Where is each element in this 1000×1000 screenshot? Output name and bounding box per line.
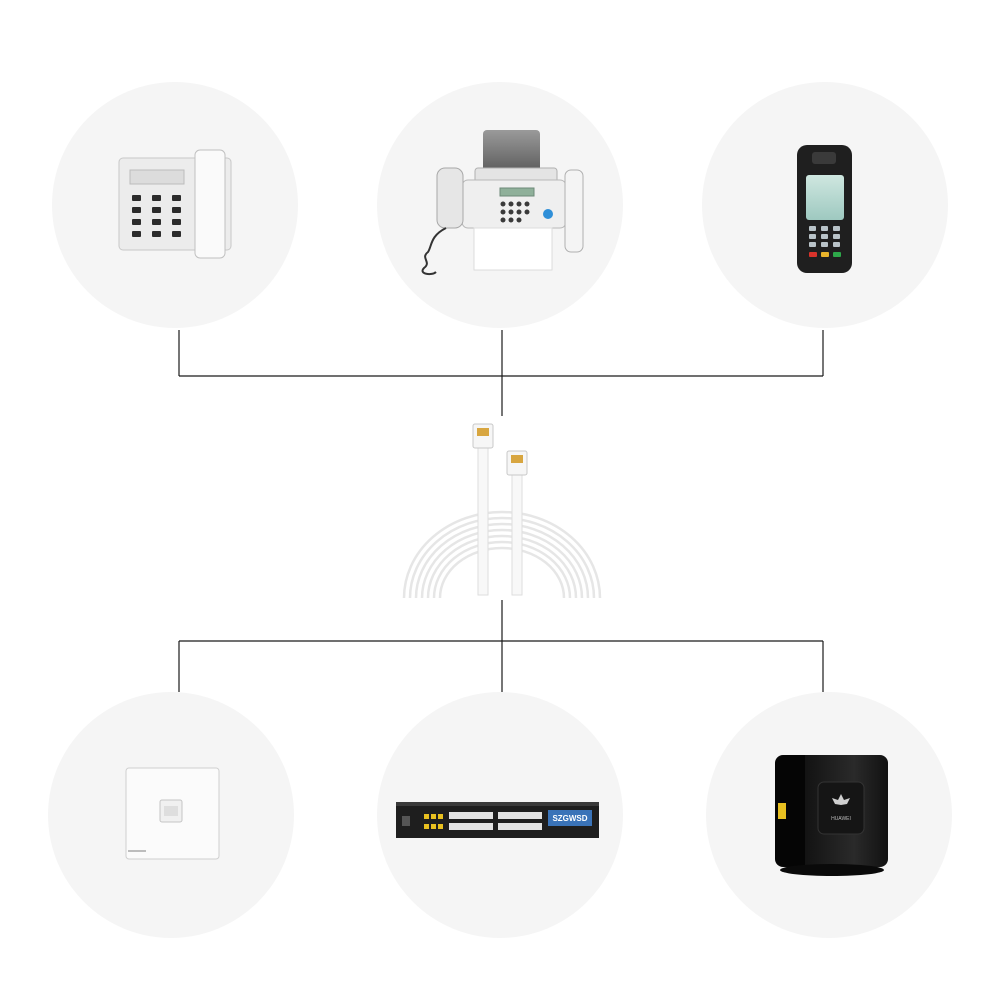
patch-panel-icon: SZGWSD xyxy=(396,802,599,838)
rj11-cable-icon xyxy=(402,423,602,599)
patch-panel-brand: SZGWSD xyxy=(552,814,587,823)
desk-phone-icon xyxy=(118,149,232,259)
connector-lines-top xyxy=(178,330,824,416)
fax-machine-icon xyxy=(421,130,584,276)
connector-lines-bottom xyxy=(178,600,824,692)
router-icon: HUAWEI xyxy=(775,755,888,876)
wall-jack-icon xyxy=(125,767,220,860)
router-brand: HUAWEI xyxy=(831,816,851,822)
pos-terminal-icon xyxy=(797,145,852,273)
